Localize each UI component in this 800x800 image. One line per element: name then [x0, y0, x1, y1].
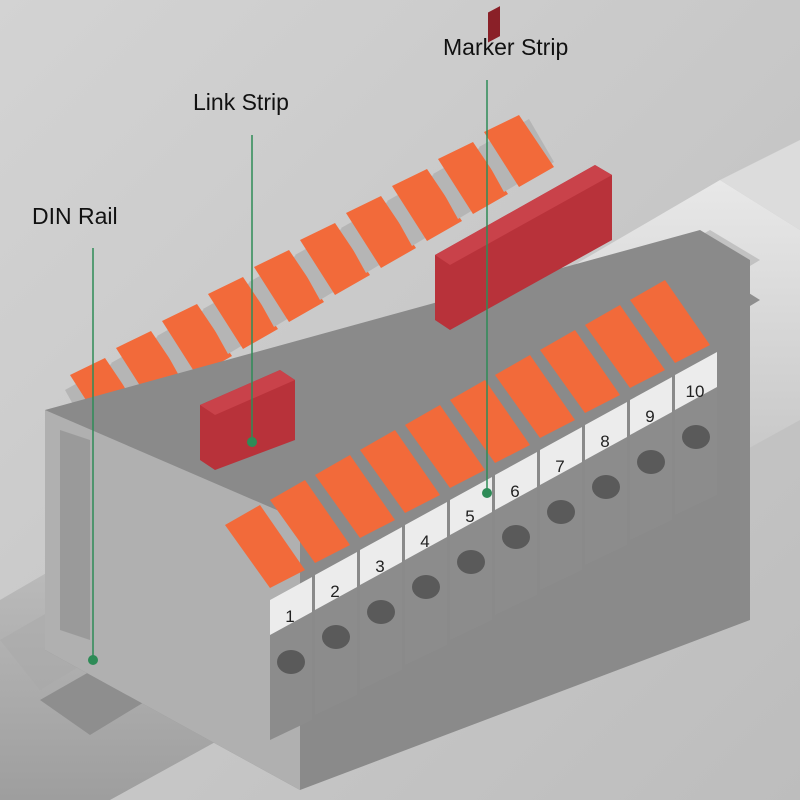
- terminal-number: 4: [420, 532, 429, 551]
- terminal-number: 6: [510, 482, 519, 501]
- terminal-number: 5: [465, 507, 474, 526]
- terminal-number: 2: [330, 582, 339, 601]
- front-terminal: 10: [630, 280, 717, 515]
- link-strip-label: Link Strip: [193, 89, 289, 115]
- front-terminal: 1: [225, 505, 312, 740]
- front-terminal: 7: [495, 355, 582, 590]
- front-terminal: 6: [450, 380, 537, 615]
- callout-lines: [88, 80, 492, 665]
- link-strip: [200, 370, 295, 470]
- terminal-number: 9: [645, 407, 654, 426]
- front-terminal: 4: [360, 430, 447, 665]
- marker-strip-label: Marker Strip: [443, 34, 569, 60]
- terminal-number: 10: [686, 382, 705, 401]
- front-row-terminals: 1 2 3 4 5 6 7 8 9 10: [225, 280, 717, 740]
- front-terminal: 9: [585, 305, 672, 540]
- front-terminal: 2: [270, 480, 357, 715]
- front-terminal: 3: [315, 455, 402, 690]
- terminal-number: 8: [600, 432, 609, 451]
- back-terminal: [479, 115, 554, 192]
- front-terminal: 8: [540, 330, 627, 565]
- front-terminal: 5: [405, 405, 492, 640]
- terminal-number: 7: [555, 457, 564, 476]
- terminal-number: 3: [375, 557, 384, 576]
- marker-strip: [435, 6, 612, 330]
- din-rail-label: DIN Rail: [32, 203, 118, 229]
- terminal-number: 1: [285, 607, 294, 626]
